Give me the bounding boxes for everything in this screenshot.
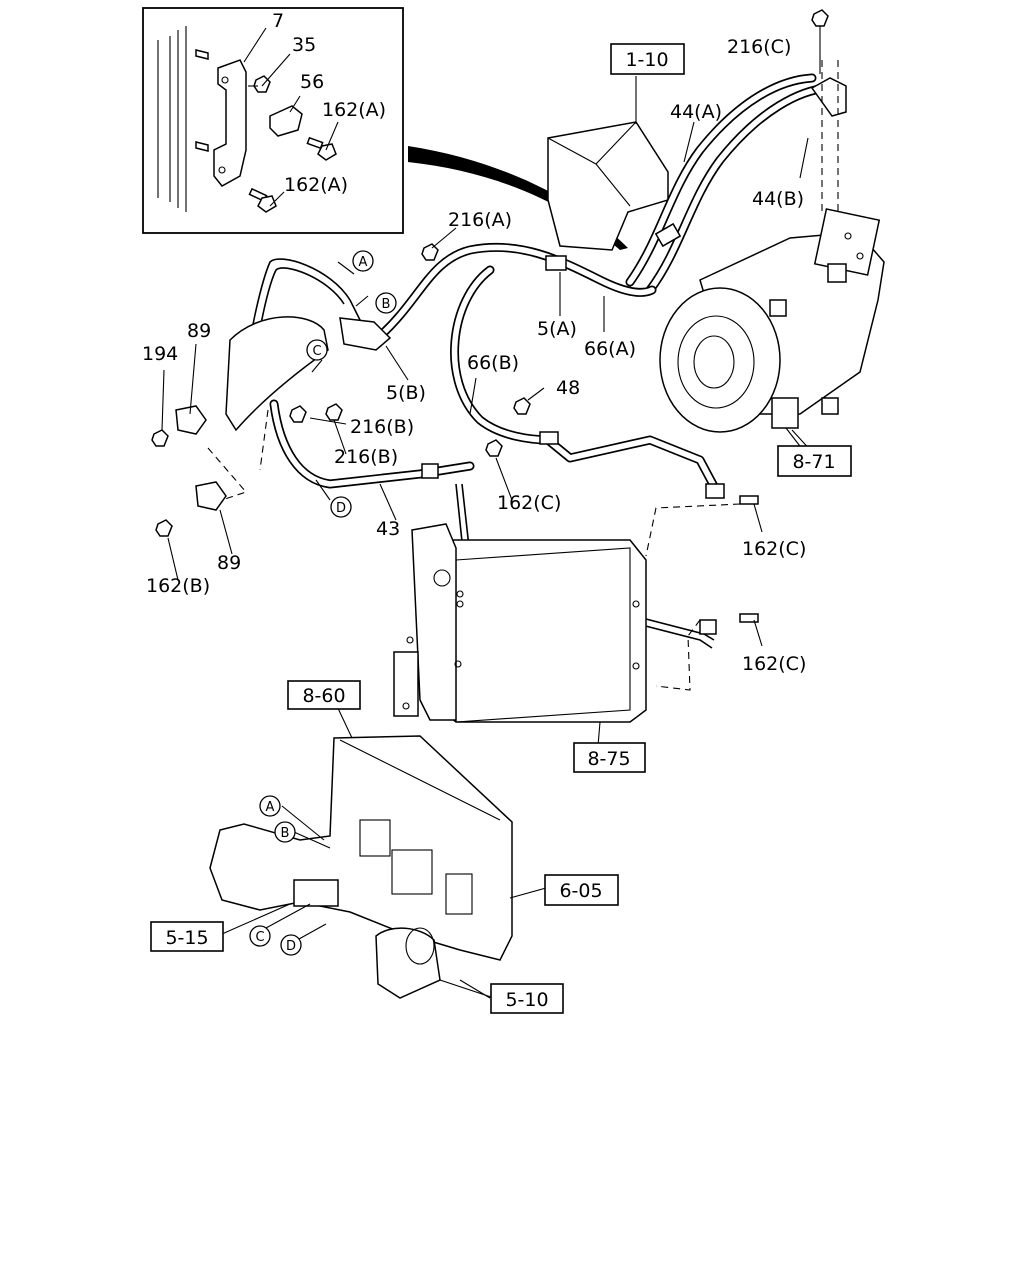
inset-pointer-arrow — [408, 146, 628, 250]
inset-label-162a-2: 162(A) — [284, 174, 348, 196]
reference-box-1-10[interactable]: 1-10 — [610, 43, 685, 75]
callout-44b[interactable]: 44(B) — [752, 188, 804, 210]
reference-box-5-15[interactable]: 5-15 — [150, 921, 224, 952]
reference-box-8-71[interactable]: 8-71 — [777, 445, 852, 477]
svg-text:D: D — [336, 501, 346, 516]
callout-48[interactable]: 48 — [556, 377, 580, 399]
reference-box-5-10[interactable]: 5-10 — [490, 983, 564, 1014]
ac-compressor — [659, 208, 885, 455]
svg-text:A: A — [359, 255, 368, 270]
callout-216a[interactable]: 216(A) — [448, 209, 512, 231]
callout-66b[interactable]: 66(B) — [467, 352, 519, 374]
callout-5b[interactable]: 5(B) — [386, 382, 426, 404]
alignment-dashes — [207, 60, 839, 691]
leader-lines — [161, 76, 815, 999]
marker-c-top: C — [306, 339, 328, 361]
marker-a-bottom: A — [259, 795, 281, 817]
marker-d-top: D — [330, 496, 352, 518]
callout-162c-right-2[interactable]: 162(C) — [742, 653, 806, 675]
circled-markers: A B C D A B C D — [249, 250, 397, 956]
refrigerant-hoses — [151, 9, 847, 649]
svg-text:C: C — [312, 344, 321, 359]
callout-216b-2[interactable]: 216(B) — [334, 446, 398, 468]
ref-label-1-10: 1-10 — [625, 49, 668, 71]
ref-label-8-75: 8-75 — [587, 748, 630, 770]
condenser — [393, 523, 647, 723]
marker-d-bottom: D — [280, 934, 302, 956]
callout-44a[interactable]: 44(A) — [670, 101, 722, 123]
inset-label-56: 56 — [300, 71, 324, 93]
ref-label-5-15: 5-15 — [165, 927, 208, 949]
part-callouts: 216(C) 44(A) 44(B) 216(A) 5(A) 66(A) 66(… — [142, 36, 806, 675]
ref-label-8-71: 8-71 — [792, 451, 835, 473]
callout-89-top[interactable]: 89 — [187, 320, 211, 342]
engine-outline — [547, 121, 669, 251]
svg-text:B: B — [382, 297, 391, 312]
reference-box-8-75[interactable]: 8-75 — [573, 742, 646, 773]
callout-162c-mid[interactable]: 162(C) — [497, 492, 561, 514]
ref-label-5-10: 5-10 — [505, 989, 548, 1011]
svg-text:C: C — [255, 930, 264, 945]
svg-text:B: B — [281, 826, 290, 841]
marker-b-bottom: B — [274, 821, 296, 843]
callout-162b[interactable]: 162(B) — [146, 575, 210, 597]
inset-label-7: 7 — [272, 10, 284, 32]
callout-216b-1[interactable]: 216(B) — [350, 416, 414, 438]
marker-b-top: B — [375, 292, 397, 314]
reference-box-8-60[interactable]: 8-60 — [287, 680, 361, 710]
ref-label-8-60: 8-60 — [302, 685, 345, 707]
inset-label-35: 35 — [292, 34, 316, 56]
ref-label-6-05: 6-05 — [559, 880, 602, 902]
callout-5a[interactable]: 5(A) — [537, 318, 577, 340]
callout-43[interactable]: 43 — [376, 518, 400, 540]
reference-box-6-05[interactable]: 6-05 — [544, 874, 619, 906]
svg-text:A: A — [266, 800, 275, 815]
callout-66a[interactable]: 66(A) — [584, 338, 636, 360]
callout-89-bottom[interactable]: 89 — [217, 552, 241, 574]
inset-detail: 7 35 56 162(A) 162(A) — [142, 7, 404, 234]
svg-text:D: D — [286, 939, 296, 954]
callout-194[interactable]: 194 — [142, 343, 178, 365]
callout-216c-top[interactable]: 216(C) — [727, 36, 791, 58]
marker-c-bottom: C — [249, 925, 271, 947]
marker-a-top: A — [352, 250, 374, 272]
callout-162c-right-1[interactable]: 162(C) — [742, 538, 806, 560]
front-frame — [209, 735, 513, 999]
inset-label-162a-1: 162(A) — [322, 99, 386, 121]
